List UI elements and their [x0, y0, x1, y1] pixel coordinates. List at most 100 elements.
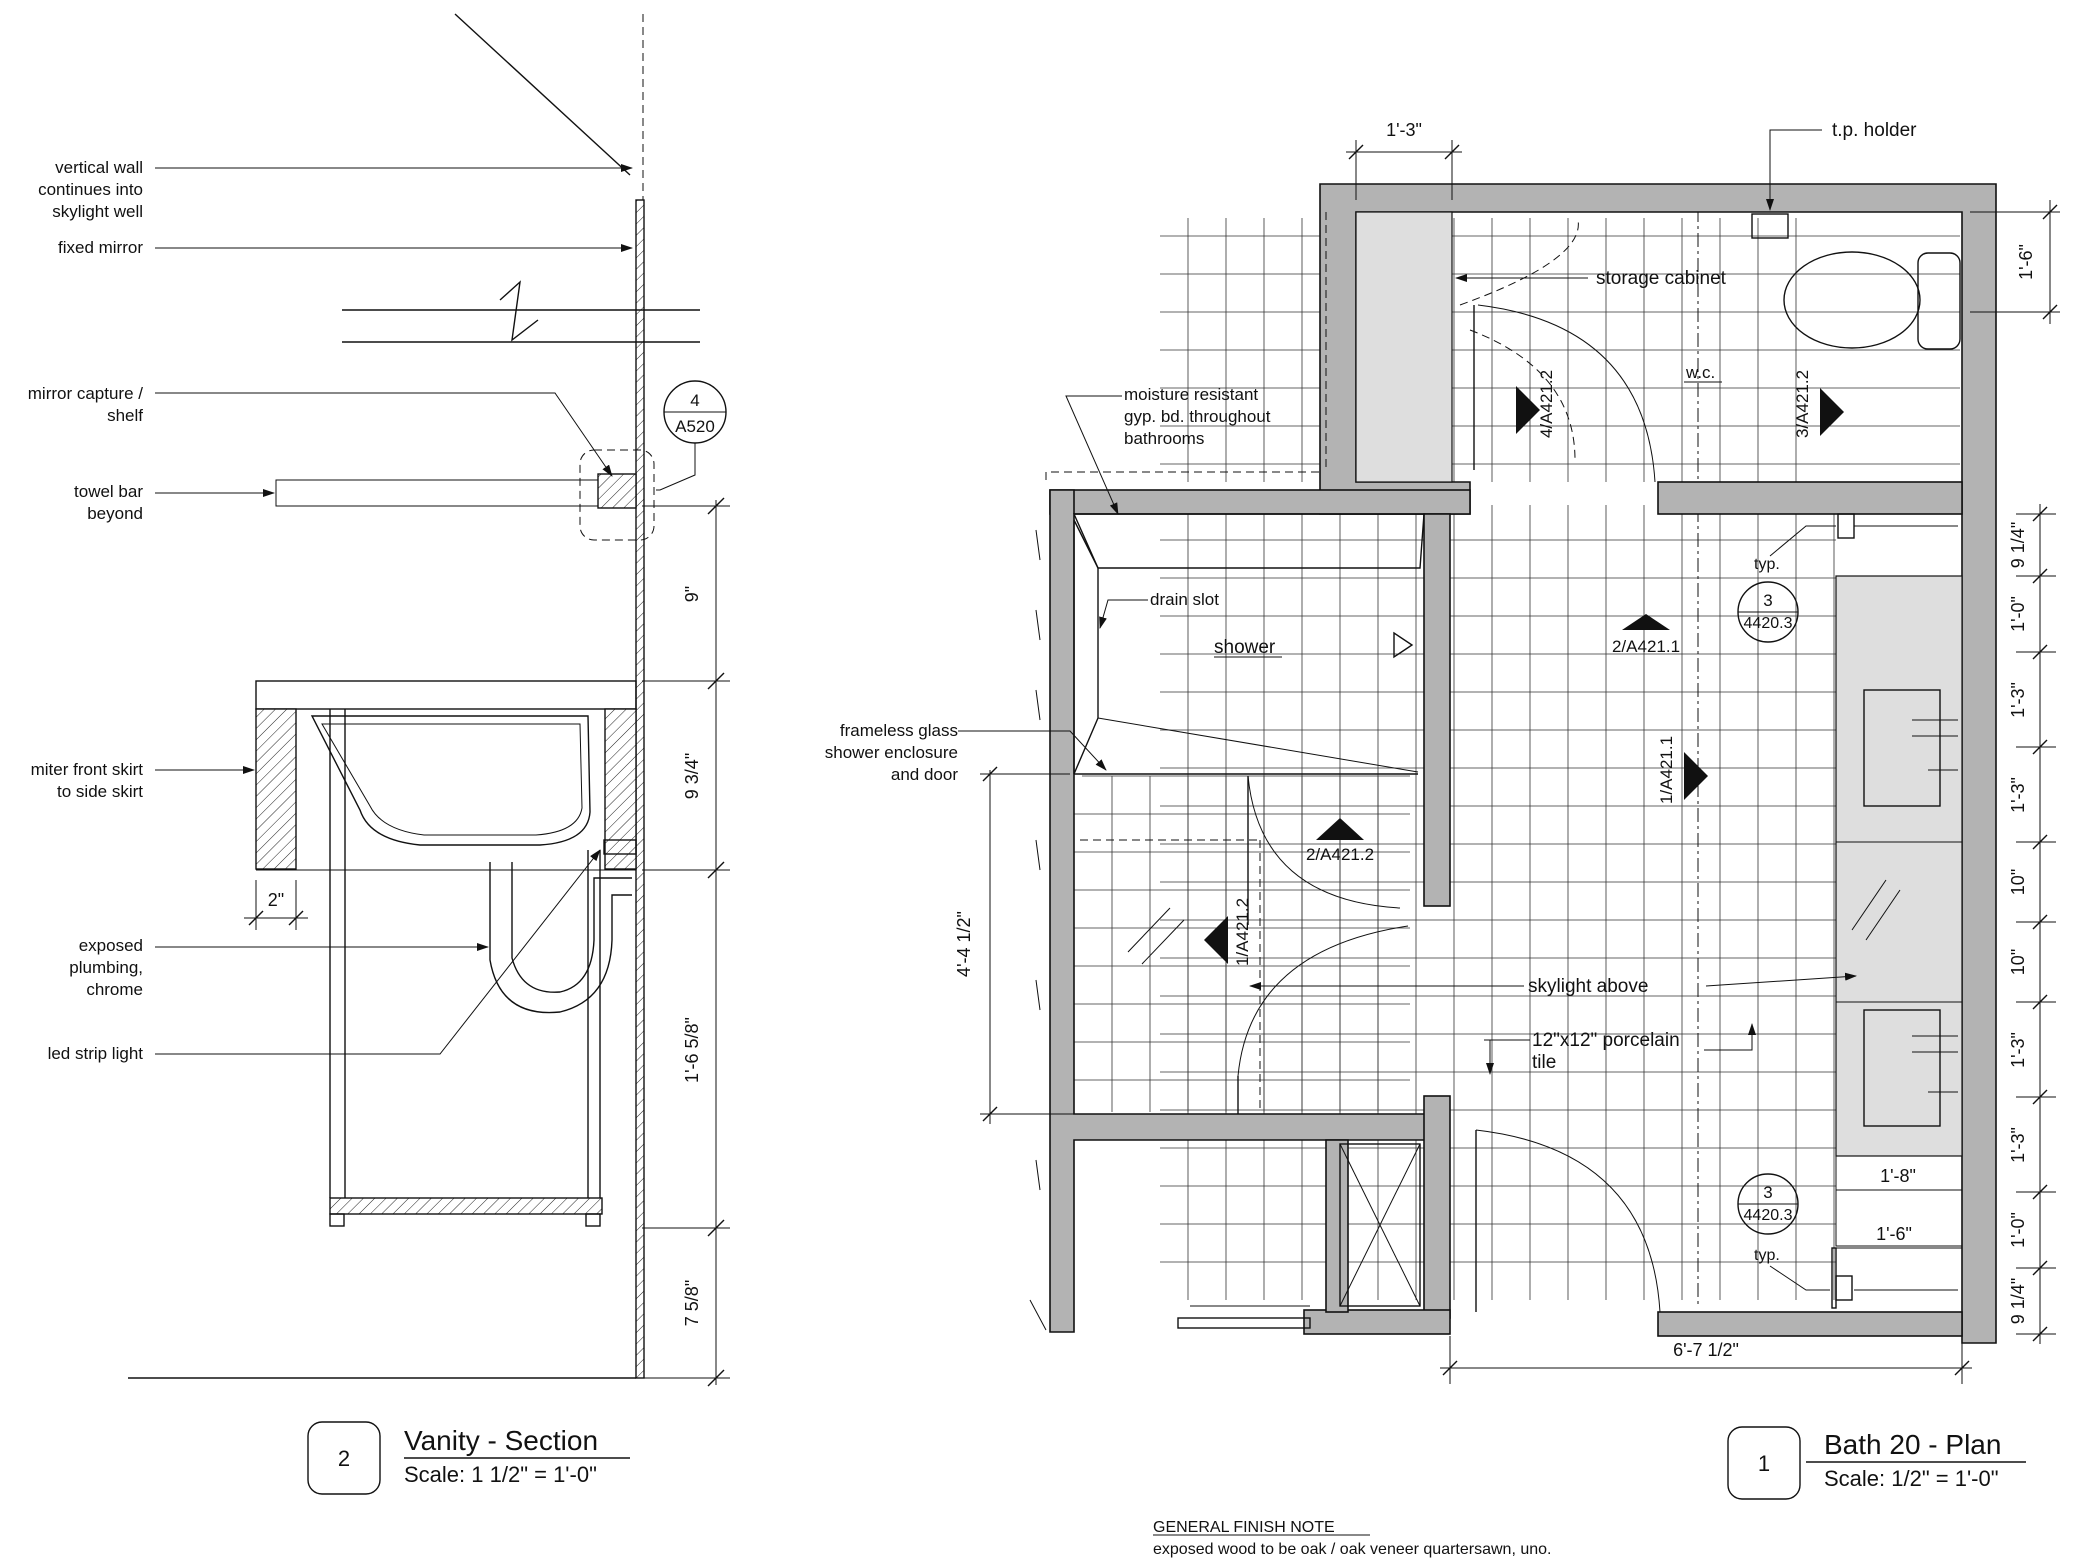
svg-text:1'-6": 1'-6"	[1876, 1224, 1912, 1244]
label-skylight: skylight above	[1528, 976, 1648, 997]
label-typ-top: typ.	[1754, 556, 1780, 573]
svg-text:2/A421.2: 2/A421.2	[1306, 845, 1374, 864]
label-fixed-mirror: fixed mirror	[58, 238, 143, 257]
p-trap	[489, 862, 632, 1014]
title-block-vanity-section: 2 Vanity - Section Scale: 1 1/2" = 1'-0"	[307, 1421, 630, 1495]
svg-text:1'-3": 1'-3"	[2008, 682, 2028, 718]
svg-text:1'-8": 1'-8"	[1880, 1166, 1916, 1186]
svg-text:10": 10"	[2008, 869, 2028, 895]
toilet	[1783, 251, 1961, 350]
vertical-wall	[635, 199, 645, 1379]
title-scale: Scale: 1 1/2" = 1'-0"	[404, 1462, 597, 1487]
skirt-dimension: 2"	[244, 880, 308, 930]
detail-boundary	[579, 449, 655, 541]
plan-title-number: 1	[1758, 1451, 1770, 1476]
label-miter-skirt-2: to side skirt	[57, 782, 143, 801]
label-vertical-wall-3: skylight well	[52, 202, 143, 221]
svg-text:4/A421.2: 4/A421.2	[1537, 370, 1556, 438]
svg-text:1/A421.2: 1/A421.2	[1233, 898, 1252, 966]
label-typ-bottom: typ.	[1754, 1247, 1780, 1264]
label-moisture-2: gyp. bd. throughout	[1124, 407, 1271, 426]
countertop	[255, 680, 637, 710]
svg-text:1'-0": 1'-0"	[2008, 596, 2028, 632]
svg-text:4420.3: 4420.3	[1744, 615, 1793, 632]
svg-text:4420.3: 4420.3	[1744, 1207, 1793, 1224]
svg-text:1'-3": 1'-3"	[2008, 1127, 2028, 1163]
label-frameless-3: and door	[891, 765, 958, 784]
detail-tag-sheet: A520	[675, 417, 715, 436]
side-skirt	[604, 708, 637, 870]
dim-7-5-8in: 7 5/8"	[682, 1280, 702, 1326]
detail-tag-a520: 4 A520	[656, 380, 727, 491]
towel-bar	[275, 479, 637, 507]
section-mark-2-a421-2: 2/A421.2	[1306, 818, 1374, 864]
dim-2in: 2"	[268, 890, 284, 910]
svg-text:2/A421.1: 2/A421.1	[1612, 637, 1680, 656]
label-shower: shower	[1214, 637, 1276, 658]
title-text: Vanity - Section	[404, 1425, 598, 1456]
title-number: 2	[338, 1446, 350, 1471]
plan-leaders	[958, 129, 1857, 1291]
plan-title-scale: Scale: 1/2" = 1'-0"	[1824, 1466, 1999, 1491]
note-text: exposed wood to be oak / oak veneer quar…	[1153, 1541, 1551, 1558]
label-mirror-capture-1: mirror capture /	[28, 384, 144, 403]
svg-text:9 1/4": 9 1/4"	[2008, 522, 2028, 568]
dim-shower-left: 4'-4 1/2"	[954, 766, 1074, 1124]
tile-grid	[1072, 218, 1960, 1300]
storage-cabinet	[1355, 211, 1453, 483]
mirror-capture-shelf	[597, 473, 637, 509]
label-mirror-capture-2: shelf	[107, 406, 143, 425]
dim-wc-right: 1'-6"	[1970, 200, 2060, 324]
label-storage-cabinet: storage cabinet	[1596, 268, 1727, 289]
detail-tag-number: 4	[690, 391, 699, 410]
vanity-section-view: vertical wall continues into skylight we…	[28, 13, 730, 1495]
general-finish-note: GENERAL FINISH NOTE exposed wood to be o…	[1153, 1519, 1551, 1558]
label-frameless-2: shower enclosure	[825, 743, 958, 762]
p-trap-inner	[511, 862, 632, 993]
dim-9-3-4in: 9 3/4"	[682, 753, 702, 799]
label-moisture-3: bathrooms	[1124, 429, 1204, 448]
title-block-bath-plan: 1 Bath 20 - Plan Scale: 1/2" = 1'-0"	[1727, 1426, 2026, 1500]
label-vertical-wall-2: continues into	[38, 180, 143, 199]
shower-area	[1072, 513, 1425, 1114]
label-vertical-wall-1: vertical wall	[55, 158, 143, 177]
section-mark-1-a421-2: 1/A421.2	[1204, 898, 1252, 966]
dim-bottom: 6'-7 1/2"	[1440, 1336, 1972, 1384]
svg-text:1'-3": 1'-3"	[2008, 1032, 2028, 1068]
section-mark-2-a421-1: 2/A421.1	[1612, 614, 1680, 656]
svg-text:1'-3": 1'-3"	[1386, 120, 1422, 140]
label-drain-slot: drain slot	[1150, 590, 1219, 609]
section-mark-3-a421-2: 3/A421.2	[1793, 370, 1844, 438]
svg-text:9 1/4": 9 1/4"	[2008, 1278, 2028, 1324]
dim-9in: 9"	[682, 586, 702, 602]
sink-basin	[310, 715, 591, 846]
label-exposed-plumbing-1: exposed	[79, 936, 143, 955]
svg-text:10": 10"	[2008, 949, 2028, 975]
bath-plan-view: t.p. holder storage cabinet w.c. moistur…	[825, 120, 2060, 1500]
dim-top: 1'-3"	[1346, 120, 1462, 200]
section-mark-4-a421-2: 4/A421.2	[1516, 370, 1556, 438]
entry-door-swing	[1475, 1129, 1661, 1313]
section-dimension-chain: 9" 9 3/4" 1'-6 5/8" 7 5/8"	[642, 497, 730, 1387]
svg-text:3/A421.2: 3/A421.2	[1793, 370, 1812, 438]
label-tile-2: tile	[1532, 1052, 1556, 1073]
dim-right-chain: 9 1/4" 1'-0" 1'-3" 1'-3" 10" 10" 1'-3" 1…	[2008, 504, 2056, 1344]
label-towel-bar-2: beyond	[87, 504, 143, 523]
plan-title-text: Bath 20 - Plan	[1824, 1429, 2001, 1460]
svg-text:1'-0": 1'-0"	[2008, 1212, 2028, 1248]
linen-closet	[1177, 1143, 1421, 1329]
skylight-slope-line	[454, 13, 631, 176]
section-mark-1-a421-1: 1/A421.1	[1657, 736, 1708, 804]
svg-text:6'-7 1/2": 6'-7 1/2"	[1673, 1340, 1739, 1360]
svg-text:3: 3	[1763, 1183, 1772, 1202]
detail-tag-4420-3-top: 3 4420.3	[1737, 581, 1799, 643]
tp-holder	[1751, 213, 1789, 239]
svg-text:1'-6": 1'-6"	[2016, 244, 2036, 280]
front-skirt	[255, 708, 297, 870]
label-wc: w.c.	[1685, 363, 1715, 382]
dim-vanity-depth: 1'-8" 1'-6"	[1836, 1166, 1962, 1249]
label-frameless-1: frameless glass	[840, 721, 958, 740]
svg-text:1/A421.1: 1/A421.1	[1657, 736, 1676, 804]
svg-text:1'-3": 1'-3"	[2008, 777, 2028, 813]
